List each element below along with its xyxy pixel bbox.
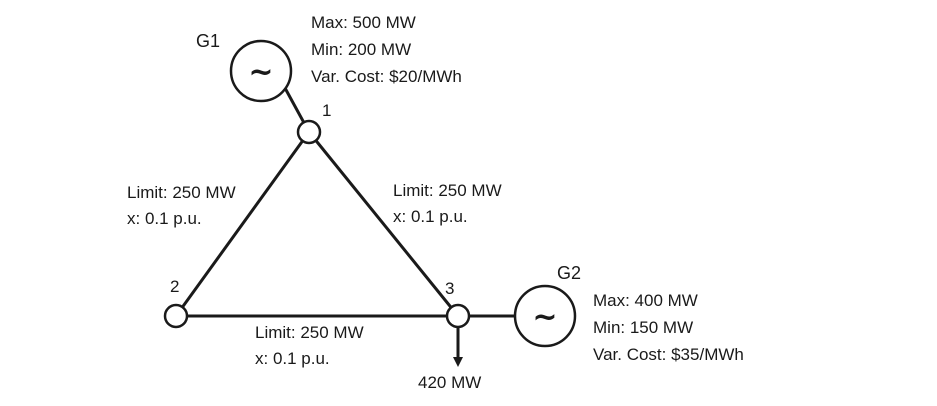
bus-3-node — [445, 303, 471, 329]
generator-g1: ~ G1 Max: 500 MW Min: 200 MW Var. Cost: … — [196, 13, 462, 103]
bus-2-node — [163, 303, 189, 329]
bus-3-label: 3 — [445, 279, 454, 298]
g2-tilde-icon: ~ — [532, 300, 557, 335]
line-1-2 — [174, 131, 311, 317]
g2-min: Min: 150 MW — [593, 318, 693, 337]
line-2-3-limit: Limit: 250 MW — [255, 323, 364, 342]
bus-1-label: 1 — [322, 101, 331, 120]
bus-2-label: 2 — [170, 277, 179, 296]
generator-g2: ~ G2 Max: 400 MW Min: 150 MW Var. Cost: … — [513, 263, 744, 364]
line-2-3-reactance: x: 0.1 p.u. — [255, 349, 330, 368]
line-1-2-limit: Limit: 250 MW — [127, 183, 236, 202]
g2-cost: Var. Cost: $35/MWh — [593, 345, 744, 364]
g2-label: G2 — [557, 263, 581, 283]
g2-circle — [513, 284, 577, 348]
line-1-3-limit: Limit: 250 MW — [393, 181, 502, 200]
g2-max: Max: 400 MW — [593, 291, 698, 310]
g1-circle — [229, 39, 293, 103]
line-1-3 — [307, 131, 460, 317]
line-1-2-reactance: x: 0.1 p.u. — [127, 209, 202, 228]
g1-tilde-icon: ~ — [248, 55, 273, 90]
g1-max: Max: 500 MW — [311, 13, 416, 32]
g1-cost: Var. Cost: $20/MWh — [311, 67, 462, 86]
bus-1-node — [296, 119, 322, 145]
line-1-3-reactance: x: 0.1 p.u. — [393, 207, 468, 226]
g1-label: G1 — [196, 31, 220, 51]
load-value: 420 MW — [418, 373, 481, 392]
g1-min: Min: 200 MW — [311, 40, 411, 59]
